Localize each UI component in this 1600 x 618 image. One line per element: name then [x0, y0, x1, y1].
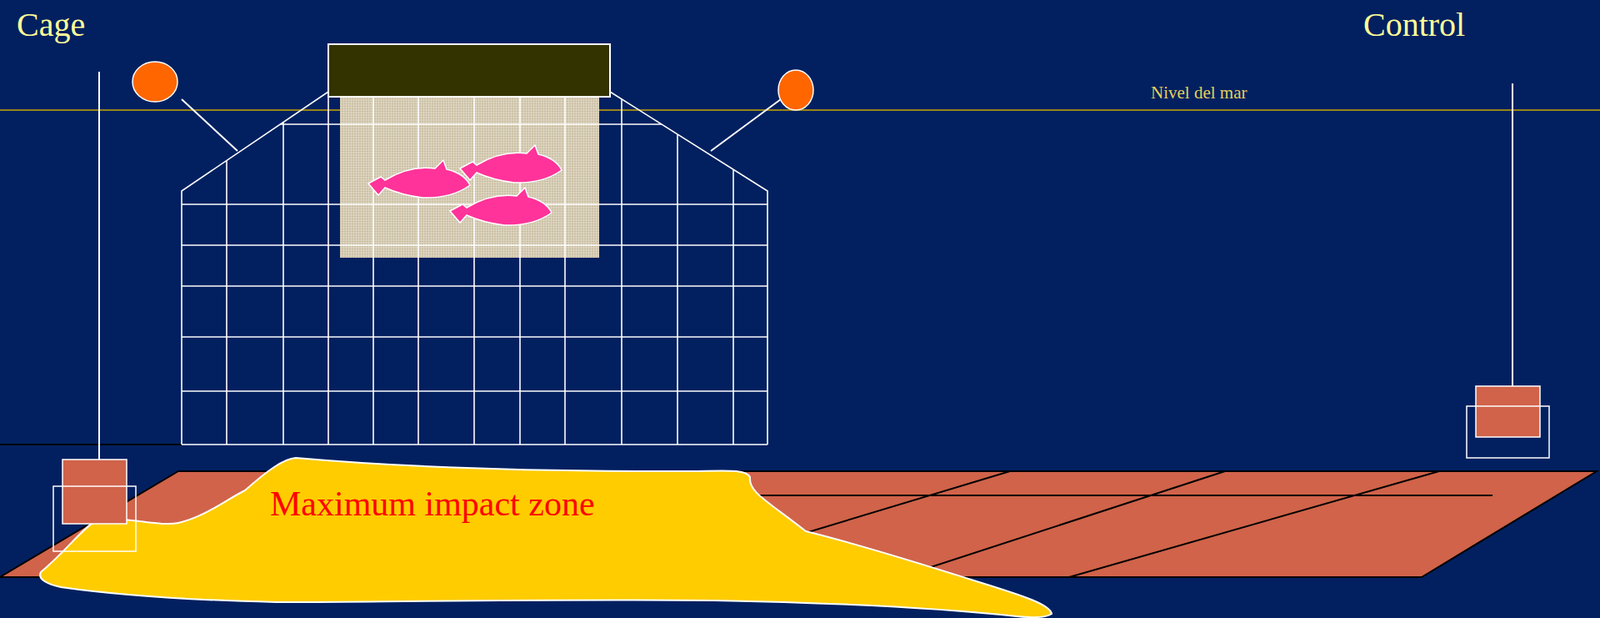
impact-zone-outline [40, 457, 1052, 617]
control-line [1511, 83, 1514, 386]
impact-zone-shape [33, 450, 1060, 618]
control-title: Control [1363, 6, 1465, 44]
buoy-rope [710, 99, 781, 151]
buoy-rope [181, 99, 238, 151]
seafloor-line [0, 443, 182, 445]
cage-net [181, 91, 768, 445]
sea-level-label: Nivel del mar [1150, 83, 1247, 103]
impact-zone: Maximum impact zone [33, 450, 1060, 618]
fish-bag [340, 96, 600, 258]
control-sediment-trap [1475, 385, 1540, 437]
control-trap-frame [1466, 405, 1550, 458]
mooring-line [98, 71, 100, 460]
cage-float [328, 44, 610, 97]
buoy [778, 70, 814, 110]
cage-sediment-trap [62, 459, 127, 524]
buoy [132, 61, 178, 102]
zone-label: Maximum impact zone [270, 483, 595, 524]
fish [368, 145, 562, 225]
cage-title: Cage [16, 6, 85, 44]
cage-trap-frame [53, 485, 136, 551]
